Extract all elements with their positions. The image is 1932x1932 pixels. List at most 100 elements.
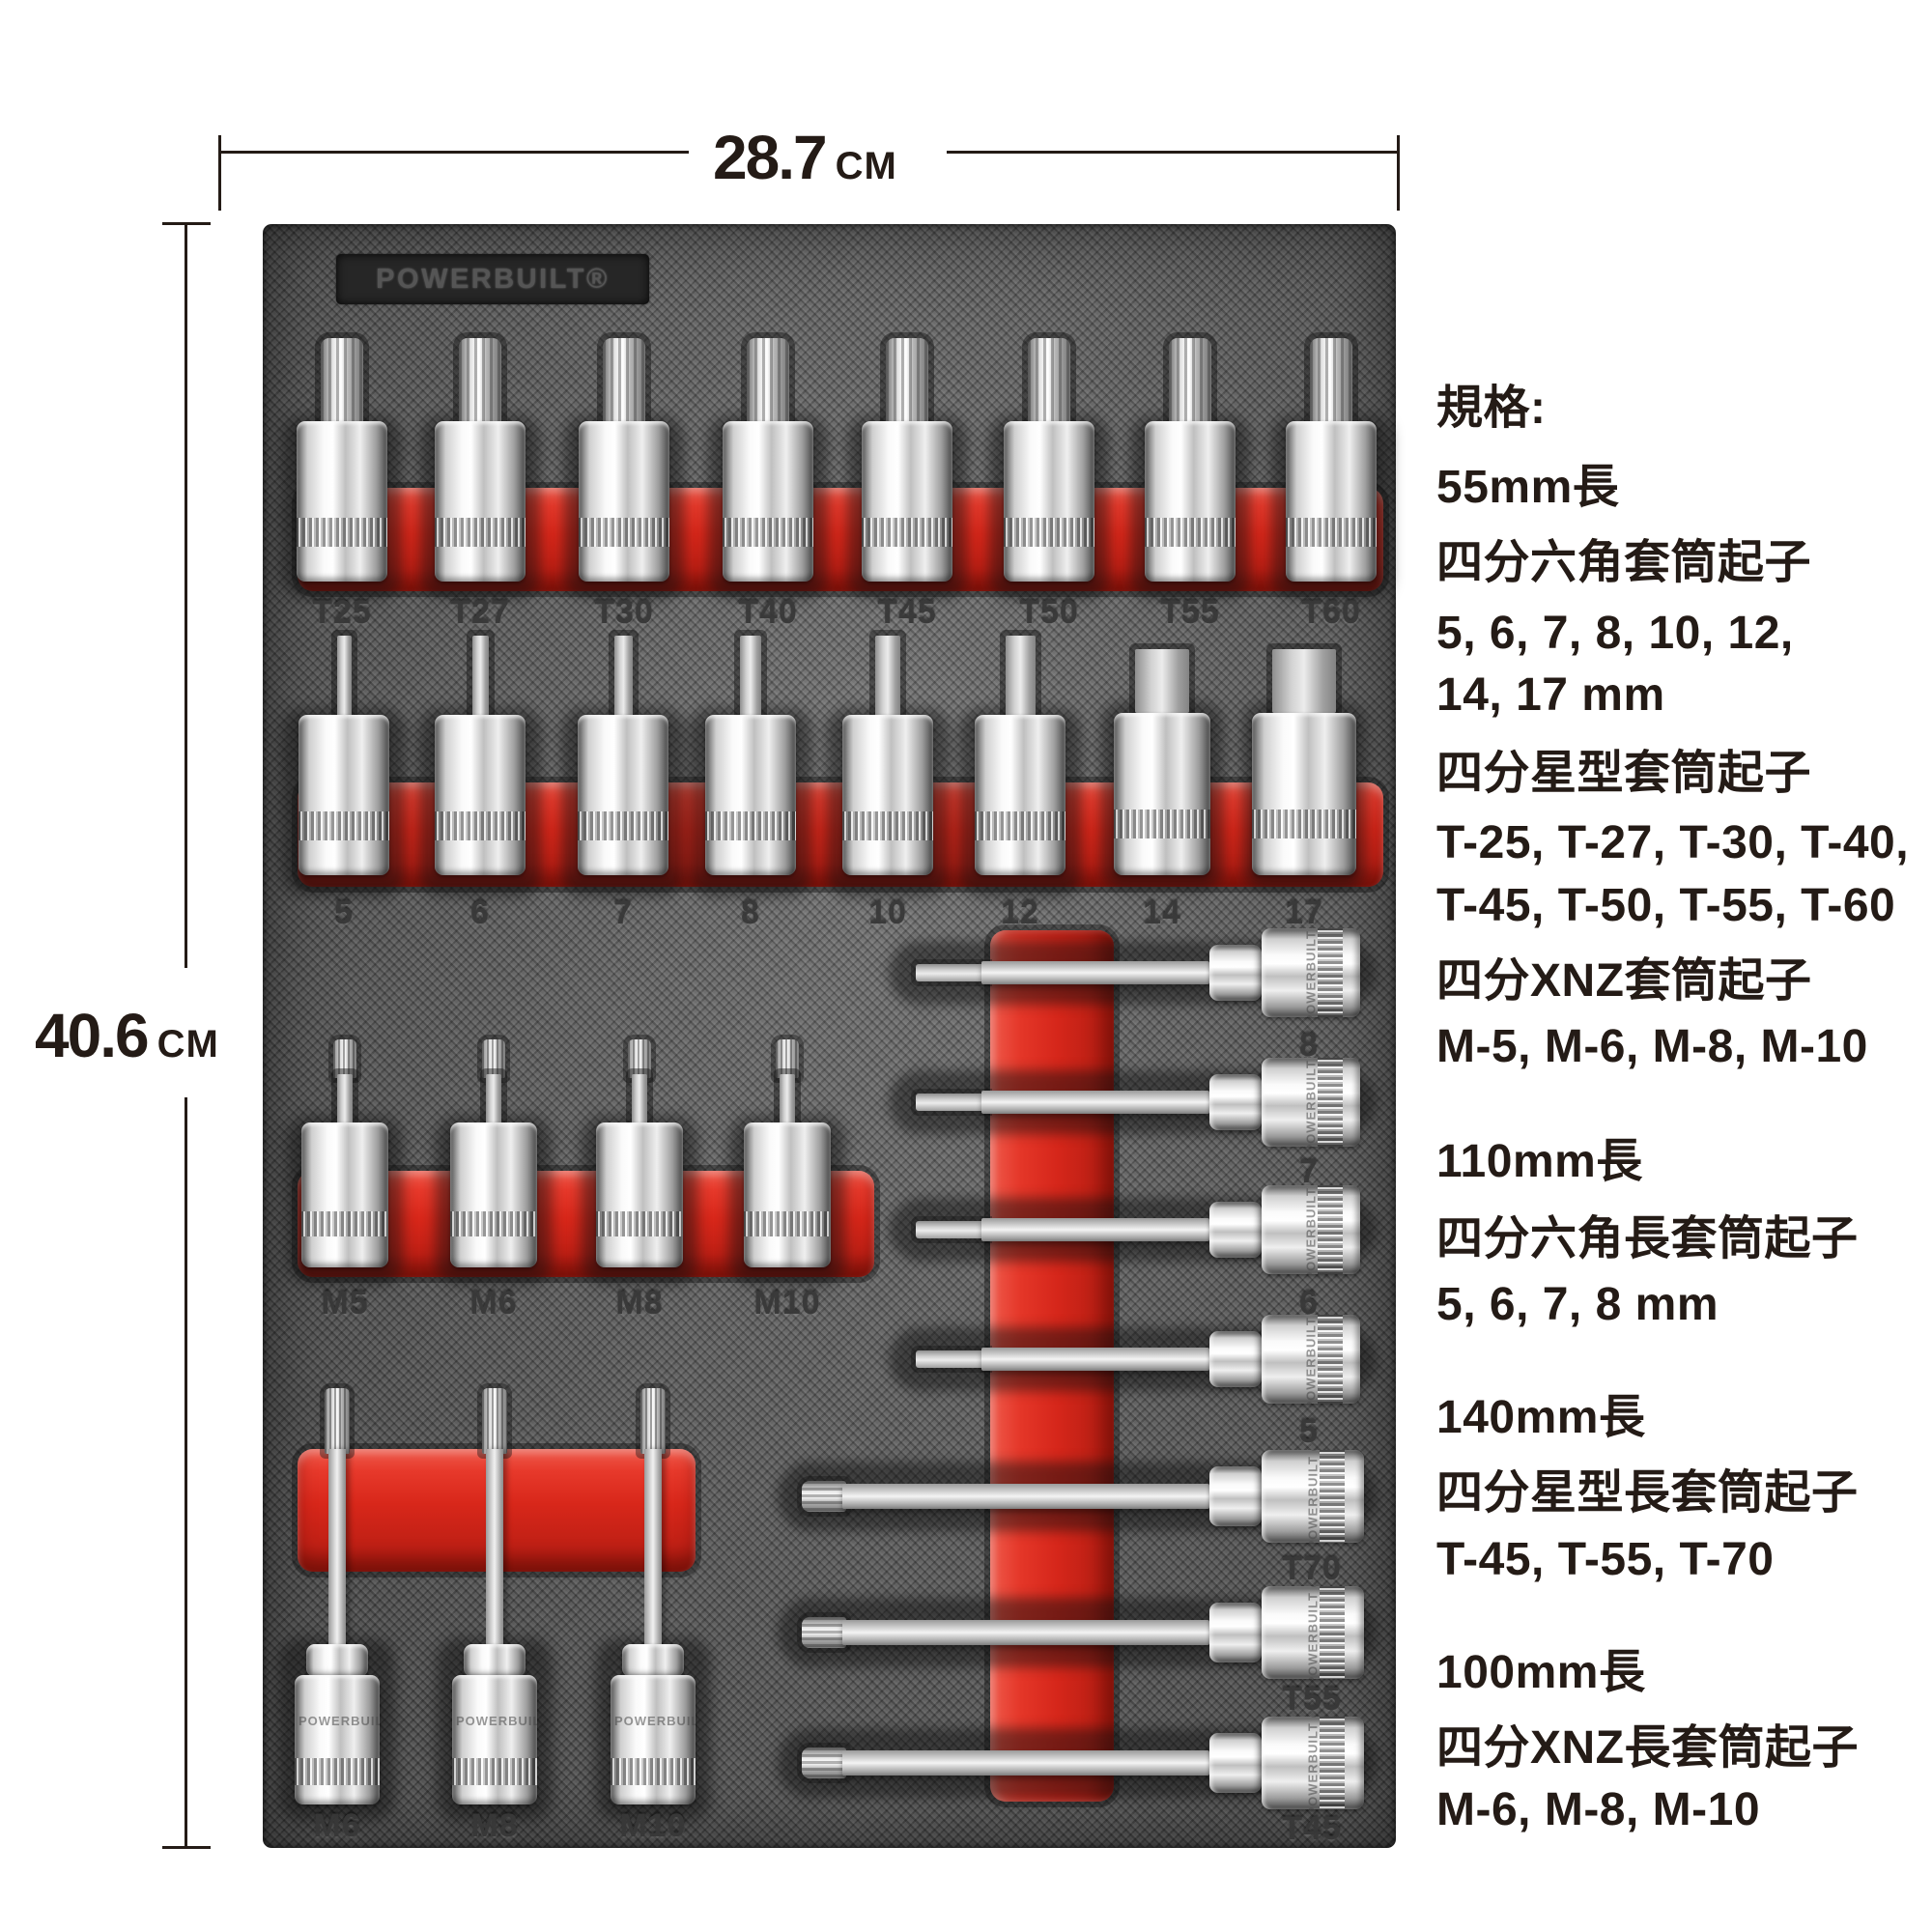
torx-bit-tip bbox=[1028, 338, 1070, 425]
xzn-bit-tip bbox=[333, 1039, 356, 1078]
torx-bit-tip bbox=[321, 338, 363, 425]
width-unit: CM bbox=[835, 145, 897, 187]
hex-bit-tip bbox=[1272, 649, 1336, 713]
knurl-ring bbox=[1318, 928, 1343, 1017]
size-label: M10 bbox=[753, 1285, 821, 1321]
socket-body-7 bbox=[578, 715, 668, 875]
spec-line: 5, 6, 7, 8, 10, 12, bbox=[1436, 608, 1794, 659]
socket-head-5: POWERBUILT cr-v bbox=[1262, 1315, 1360, 1404]
xzn-bit-tip bbox=[482, 1039, 505, 1078]
socket-body-14 bbox=[1114, 713, 1210, 875]
height-unit: CM bbox=[156, 1023, 219, 1065]
xzn-bit-tip bbox=[640, 1388, 666, 1454]
spec-line: 四分星型長套筒起子 bbox=[1436, 1467, 1859, 1519]
size-label: T27 bbox=[450, 594, 510, 631]
xzn-bit-shaft bbox=[780, 1074, 795, 1126]
knurl-ring bbox=[1145, 518, 1236, 547]
bit-shaft bbox=[981, 1091, 1209, 1114]
height-dimension-line-top bbox=[185, 224, 187, 968]
socket-body-long-M6: POWERBUILT cr-v bbox=[295, 1675, 380, 1804]
spec-line: 14, 17 mm bbox=[1436, 669, 1665, 721]
width-dimension-line-right bbox=[947, 151, 1399, 154]
spec-line: 100mm長 bbox=[1436, 1647, 1646, 1698]
spec-line: T-45, T-55, T-70 bbox=[1436, 1534, 1775, 1585]
size-label: T45 bbox=[877, 594, 937, 631]
brand-engraving: POWERBUILT cr-v bbox=[1303, 1315, 1319, 1404]
bit-shaft bbox=[842, 1750, 1209, 1776]
bit-shaft bbox=[486, 1449, 503, 1648]
brand-engraving: POWERBUILT cr-v bbox=[456, 1714, 537, 1728]
bit-shaft bbox=[981, 961, 1209, 984]
bit-shaft bbox=[842, 1484, 1209, 1509]
spec-line: 5, 6, 7, 8 mm bbox=[1436, 1279, 1719, 1330]
socket-body-17 bbox=[1252, 713, 1356, 875]
knurl-ring bbox=[611, 1758, 696, 1785]
torx-bit-tip bbox=[886, 338, 928, 425]
torx-bit-tip bbox=[747, 338, 789, 425]
knurl-ring bbox=[1252, 810, 1356, 838]
socket-body-T45 bbox=[862, 421, 952, 582]
knurl-ring bbox=[301, 1211, 388, 1236]
hex-bit-tip bbox=[471, 636, 489, 717]
hex-bit-tip bbox=[1005, 636, 1036, 717]
brand-engraving: POWERBUILT cr-v bbox=[1303, 1185, 1319, 1274]
socket-body-long-M10: POWERBUILT cr-v bbox=[611, 1675, 696, 1804]
socket-body-6 bbox=[435, 715, 526, 875]
knurl-ring bbox=[578, 811, 668, 840]
size-label: 14 bbox=[1143, 895, 1181, 931]
size-label: 17 bbox=[1285, 895, 1323, 931]
spec-line: 110mm長 bbox=[1436, 1136, 1643, 1187]
hex-bit-tip bbox=[875, 636, 900, 717]
size-label: T50 bbox=[1019, 594, 1079, 631]
hex-bit-tip bbox=[916, 1221, 987, 1238]
width-dimension-tick-right bbox=[1397, 135, 1400, 211]
knurl-ring bbox=[450, 1211, 537, 1236]
knurl-ring bbox=[1004, 518, 1094, 547]
size-label: 5 bbox=[334, 895, 354, 931]
spec-line: T-25, T-27, T-30, T-40, bbox=[1436, 817, 1910, 868]
socket-head-8: POWERBUILT cr-v bbox=[1262, 928, 1360, 1017]
size-label: 6 bbox=[470, 895, 490, 931]
hex-bit-tip bbox=[916, 964, 987, 981]
spec-line: 四分六角長套筒起子 bbox=[1436, 1213, 1859, 1264]
brand-engraving: POWERBUILT cr-v bbox=[1305, 1586, 1321, 1679]
size-label: M6 bbox=[313, 1807, 361, 1844]
size-label: 8 bbox=[1299, 1027, 1319, 1064]
socket-neck bbox=[622, 1644, 684, 1677]
spec-line: 140mm長 bbox=[1436, 1392, 1646, 1443]
knurl-ring bbox=[862, 518, 952, 547]
socket-neck bbox=[1209, 945, 1262, 1001]
width-dimension-label: 28.7 CM bbox=[713, 127, 897, 188]
spec-line: 規格: bbox=[1436, 383, 1547, 434]
size-label: T55 bbox=[1282, 1681, 1342, 1718]
socket-body-T25 bbox=[297, 421, 387, 582]
spec-line: T-45, T-50, T-55, T-60 bbox=[1436, 880, 1896, 931]
spec-line: 四分星型套筒起子 bbox=[1436, 748, 1812, 799]
knurl-ring bbox=[435, 811, 526, 840]
knurl-ring bbox=[298, 811, 389, 840]
hex-bit-tip bbox=[1135, 649, 1189, 713]
knurl-ring bbox=[744, 1211, 831, 1236]
socket-head-6: POWERBUILT cr-v bbox=[1262, 1185, 1360, 1274]
socket-neck bbox=[306, 1644, 368, 1677]
socket-neck bbox=[1209, 1466, 1262, 1526]
spec-line: M-5, M-6, M-8, M-10 bbox=[1436, 1021, 1868, 1072]
size-label: T70 bbox=[1282, 1550, 1342, 1587]
bit-shaft bbox=[842, 1620, 1209, 1645]
spec-line: 四分XNZ套筒起子 bbox=[1436, 955, 1812, 1007]
size-label: 8 bbox=[741, 895, 760, 931]
socket-neck bbox=[1209, 1331, 1262, 1387]
knurl-ring bbox=[1318, 1185, 1343, 1274]
size-label: 12 bbox=[1001, 895, 1039, 931]
size-label: T45 bbox=[1282, 1810, 1342, 1847]
height-dimension-label: 40.6 CM bbox=[35, 1005, 219, 1066]
socket-head-T70: POWERBUILT cr-v bbox=[1262, 1450, 1364, 1543]
socket-body-T40 bbox=[723, 421, 813, 582]
size-label: T60 bbox=[1301, 594, 1361, 631]
knurl-ring bbox=[1318, 1058, 1343, 1147]
socket-body-M5 bbox=[301, 1122, 388, 1267]
spec-line: 四分六角套筒起子 bbox=[1436, 537, 1812, 588]
socket-body-8 bbox=[705, 715, 796, 875]
